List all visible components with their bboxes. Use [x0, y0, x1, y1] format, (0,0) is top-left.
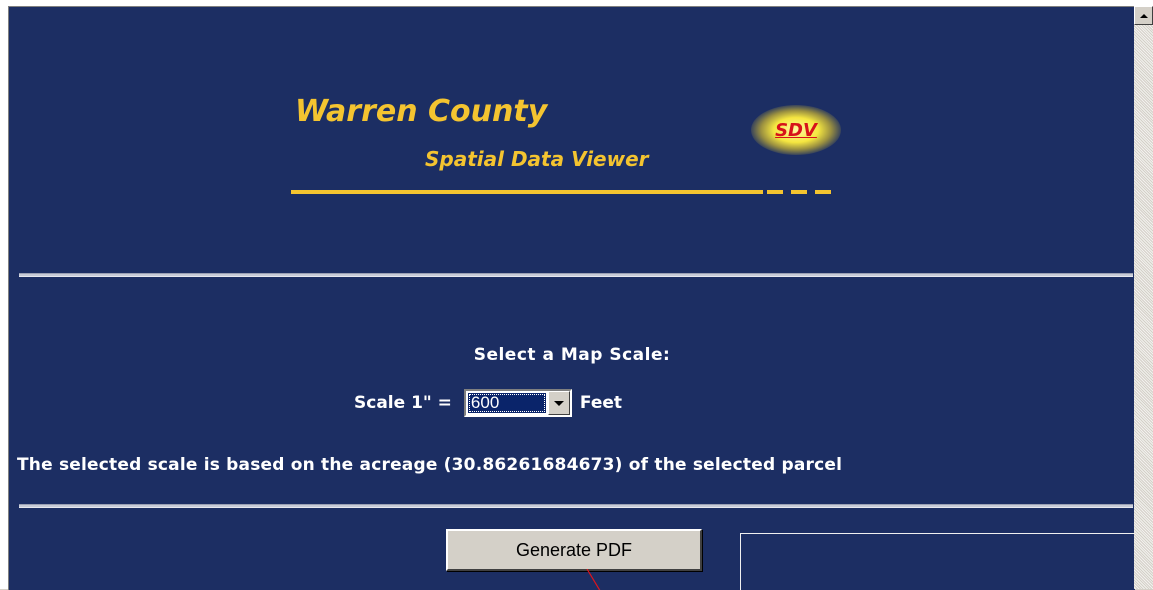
scale-row: Scale 1" = 600 Feet [354, 389, 622, 417]
logo-title: Warren County [295, 94, 548, 129]
scale-label: Scale 1" = [354, 393, 452, 413]
red-connector-line [586, 569, 601, 590]
red-line-stroke [586, 569, 601, 590]
sdv-badge: SDV [751, 105, 841, 155]
scroll-up-button[interactable] [1134, 6, 1153, 25]
logo-underline [291, 190, 763, 194]
overlay-panel [740, 533, 1135, 590]
logo-subtitle: Spatial Data Viewer [425, 147, 649, 171]
scale-note: The selected scale is based on the acrea… [17, 455, 843, 475]
scale-unit: Feet [579, 393, 623, 413]
scale-select[interactable]: 600 [463, 389, 572, 417]
logo-dash [791, 190, 807, 194]
scale-heading: Select a Map Scale: [473, 345, 671, 365]
logo-dash [767, 190, 783, 194]
scale-select-dropdown-button[interactable] [547, 391, 570, 415]
chevron-down-icon [553, 400, 564, 406]
logo-dash [815, 190, 831, 194]
vertical-scrollbar[interactable] [1134, 6, 1153, 589]
app-logo: Warren County Spatial Data Viewer SDV [283, 93, 863, 213]
triangle-up-icon [1139, 13, 1148, 18]
generate-pdf-button[interactable]: Generate PDF [446, 529, 702, 571]
page-viewport: Warren County Spatial Data Viewer SDV Se… [8, 6, 1135, 590]
sdv-badge-text: SDV [775, 119, 817, 141]
separator-top [19, 273, 1133, 277]
separator-bottom [19, 504, 1133, 508]
scale-select-value[interactable]: 600 [467, 393, 546, 413]
